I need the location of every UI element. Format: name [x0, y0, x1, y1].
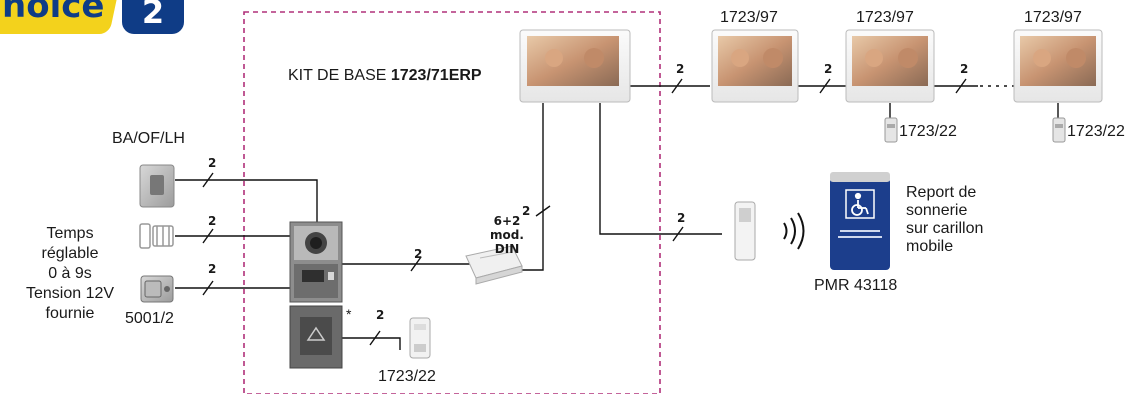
wire-count-button: 2 — [208, 156, 217, 170]
report-line-2: sonnerie — [906, 202, 968, 219]
asterisk-note: * — [346, 306, 352, 322]
relay-device-bottom — [409, 317, 431, 359]
gate-motor-device — [139, 223, 174, 249]
kit-label: KIT DE BASE 1723/71ERP — [288, 66, 482, 86]
wireless-receiver-device — [734, 201, 756, 261]
din-label: 6+2 mod. DIN — [479, 214, 535, 256]
lock-label: 5001/2 — [125, 310, 174, 327]
monitor-label-1: 1723/97 — [720, 9, 778, 26]
monitor-label-2: 1723/97 — [856, 9, 914, 26]
report-line-1: Report de — [906, 184, 977, 201]
timer-line-1: Temps — [46, 225, 94, 242]
report-note: Report de sonnerie sur carillon mobile — [906, 184, 983, 256]
relay-label-a: 1723/22 — [899, 123, 957, 140]
badge-text: hoice — [2, 0, 105, 26]
electric-lock-device — [140, 275, 174, 303]
wires — [175, 85, 1059, 350]
relay-label-b: 1723/22 — [1067, 123, 1125, 140]
badge-number: 2 — [122, 0, 184, 34]
monitor-4 — [1013, 29, 1103, 103]
wire-count-receiver: 2 — [677, 211, 686, 225]
wire-count-reader: 2 — [376, 308, 385, 322]
relay-device-b — [1052, 117, 1066, 143]
din-label-line2: mod. DIN — [490, 228, 524, 256]
wire-count-lock: 2 — [208, 262, 217, 276]
door-panel-device — [289, 221, 343, 303]
timer-line-2: réglable — [41, 245, 99, 262]
wire-monitor-receiver — [599, 103, 722, 235]
wire-count-m1-m2: 2 — [676, 62, 685, 76]
wire-din-monitor — [520, 103, 544, 271]
report-line-4: mobile — [906, 238, 954, 255]
relay-device-a — [884, 117, 898, 143]
timer-line-3: 0 à 9s — [48, 265, 92, 282]
push-button-label: BA/OF/LH — [112, 130, 185, 147]
wheelchair-icon — [851, 192, 869, 216]
rfid-reader-device — [289, 305, 343, 369]
wire-count-din-monitor: 2 — [522, 204, 531, 218]
wireless-signal-icon — [783, 212, 805, 250]
monitor-3 — [845, 29, 935, 103]
relay-label-bottom: 1723/22 — [378, 368, 436, 385]
wire-count-m2-m3: 2 — [824, 62, 833, 76]
push-button-device — [139, 164, 175, 208]
timer-note: Temps réglable 0 à 9s Tension 12V fourni… — [20, 224, 120, 324]
wire-count-panel-din: 2 — [414, 247, 423, 261]
kit-label-prefix: KIT DE BASE — [288, 67, 391, 84]
report-line-3: sur carillon — [906, 220, 984, 237]
pmr-sign — [830, 172, 890, 270]
din-power-supply — [465, 245, 523, 285]
wire-count-m3-m4: 2 — [960, 62, 969, 76]
wire-reader-relay — [342, 337, 401, 350]
pmr-label: PMR 43118 — [814, 277, 898, 294]
timer-line-5: fournie — [45, 305, 95, 322]
monitor-main — [519, 29, 631, 103]
pmr-sign-text-lines — [838, 230, 882, 238]
monitor-label-3: 1723/97 — [1024, 9, 1082, 26]
kit-boundary — [243, 11, 661, 394]
timer-line-4: Tension 12V — [25, 285, 115, 302]
kit-label-model: 1723/71ERP — [390, 67, 482, 84]
wire-markers — [202, 78, 967, 346]
monitor-2 — [711, 29, 799, 103]
din-label-line1: 6+2 — [493, 214, 521, 228]
wire-count-gate: 2 — [208, 214, 217, 228]
wire-button — [175, 179, 318, 222]
